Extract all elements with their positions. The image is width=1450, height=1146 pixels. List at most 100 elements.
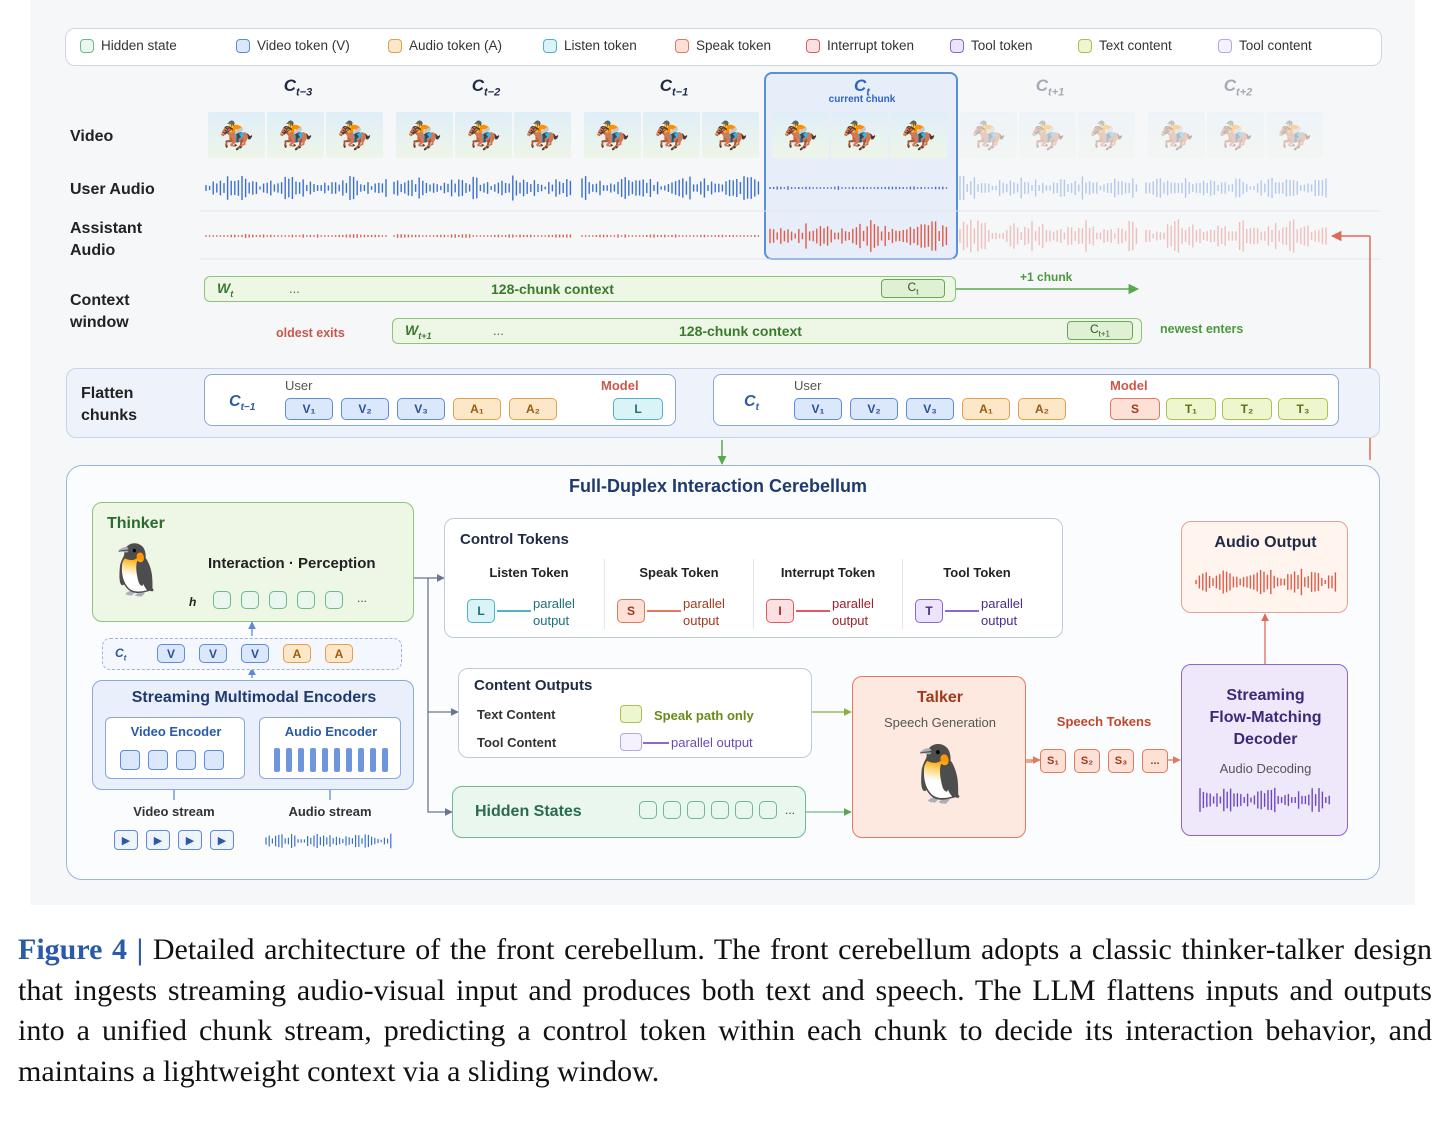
speech-token: S₂ bbox=[1074, 749, 1100, 773]
video-chunk: 🏇🏇🏇 bbox=[960, 112, 1135, 158]
horse-frame-image: 🏇 bbox=[455, 112, 512, 158]
context-arrows bbox=[956, 230, 1371, 460]
interrupt-token: I bbox=[766, 599, 794, 623]
newest-enters-label: newest enters bbox=[1160, 322, 1244, 336]
legend-swatch bbox=[543, 38, 557, 53]
legend-swatch bbox=[236, 38, 250, 53]
video-token: V bbox=[199, 644, 227, 663]
ct-token-row: Ct V V V A A bbox=[102, 638, 402, 670]
oldest-exits-label: oldest exits bbox=[276, 326, 345, 340]
legend-label: Listen token bbox=[564, 38, 637, 53]
audio-encoder: Audio Encoder bbox=[259, 717, 401, 779]
video-chunk: 🏇🏇🏇 bbox=[1148, 112, 1323, 158]
row-label-flatten: Flatten chunks bbox=[81, 385, 138, 424]
decoder-subtitle: Audio Decoding bbox=[1219, 761, 1312, 776]
text-content-swatch bbox=[620, 705, 642, 723]
horse-frame-image: 🏇 bbox=[1207, 112, 1264, 158]
context-label: 128-chunk context bbox=[679, 323, 802, 339]
legend-label: Video token (V) bbox=[257, 38, 350, 53]
video-token: V bbox=[241, 644, 269, 663]
encoder-bar bbox=[382, 748, 388, 772]
audio-encoder-bars bbox=[274, 748, 388, 772]
flatten-chunk-current: Ct User Model V₁ V₂ V₃ A₁ A₂ S T₁ T₂ T₃ bbox=[713, 374, 1339, 426]
legend-item: Text content bbox=[1078, 38, 1172, 53]
text-content-label: Text Content bbox=[477, 707, 556, 722]
legend-label: Tool content bbox=[1239, 38, 1312, 53]
horse-frame-image: 🏇 bbox=[267, 112, 324, 158]
legend-label: Interrupt token bbox=[827, 38, 915, 53]
speech-tokens-label: Speech Tokens bbox=[1056, 714, 1152, 729]
horse-frame-image: 🏇 bbox=[1266, 112, 1323, 158]
user-label: User bbox=[285, 378, 313, 393]
hidden-dots: ... bbox=[357, 591, 368, 605]
context-dots: ... bbox=[289, 281, 300, 296]
legend-swatch bbox=[1078, 38, 1092, 53]
row-label-context-window: Context window bbox=[70, 292, 130, 331]
tool-token-name: Tool Token bbox=[943, 565, 1011, 580]
context-window-t1: Wt+1 ... 128-chunk context Ct+1 bbox=[392, 318, 1142, 344]
talker-box: Talker Speech Generation 🐧 bbox=[852, 676, 1026, 838]
legend-label: Tool token bbox=[971, 38, 1033, 53]
encoders-title: Streaming Multimodal Encoders bbox=[131, 689, 377, 706]
encoder-bar bbox=[298, 748, 304, 772]
chunk-header-current: Ct bbox=[854, 76, 870, 99]
caption-text: Detailed architecture of the front cereb… bbox=[18, 933, 1432, 1088]
horse-frame-image: 🏇 bbox=[326, 112, 383, 158]
encoder-bar bbox=[286, 748, 292, 772]
legend-item: Interrupt token bbox=[806, 38, 914, 53]
text-token: T₃ bbox=[1278, 398, 1328, 420]
context-label: 128-chunk context bbox=[491, 281, 614, 297]
play-icon: ▶ bbox=[114, 830, 138, 850]
text-token: T₂ bbox=[1222, 398, 1272, 420]
audio-token: A₁ bbox=[962, 398, 1010, 420]
video-token: V bbox=[157, 644, 185, 663]
video-chunk: 🏇🏇🏇 bbox=[208, 112, 383, 158]
legend: Hidden state Video token (V) Audio token… bbox=[65, 28, 1382, 66]
thinker-title: Thinker bbox=[107, 515, 165, 532]
legend-swatch bbox=[806, 38, 820, 53]
hidden-states-title: Hidden States bbox=[475, 803, 582, 820]
row-label-video: Video bbox=[70, 128, 114, 145]
encoder-bar bbox=[310, 748, 316, 772]
video-token: V₁ bbox=[794, 398, 842, 420]
penguin-talker-icon: 🐧 bbox=[905, 742, 975, 805]
talker-subtitle: Speech Generation bbox=[883, 715, 997, 730]
flatten-chunk-prev: Ct−1 User Model V₁ V₂ V₃ A₁ A₂ L bbox=[204, 374, 676, 426]
video-encoder-label: Video Encoder bbox=[130, 724, 222, 739]
legend-item: Tool token bbox=[950, 38, 1033, 53]
video-token: V₂ bbox=[341, 398, 389, 420]
interrupt-token-name: Interrupt Token bbox=[780, 565, 876, 580]
plus-one-chunk-label: +1 chunk bbox=[1020, 270, 1073, 284]
content-outputs-title: Content Outputs bbox=[474, 677, 593, 694]
speak-token: S bbox=[617, 599, 645, 623]
chunk-header: Ct−3 bbox=[283, 76, 313, 99]
legend-swatch bbox=[388, 38, 402, 53]
tool-token: T bbox=[915, 599, 943, 623]
speak-path-only-label: Speak path only bbox=[654, 708, 754, 723]
horse-frame-image: 🏇 bbox=[208, 112, 265, 158]
legend-item: Hidden state bbox=[80, 38, 177, 53]
context-window-t: Wt ... 128-chunk context Ct bbox=[204, 276, 956, 302]
hidden-states-box: Hidden States ... bbox=[452, 786, 806, 838]
audio-output-waveform bbox=[1195, 568, 1337, 596]
video-chunk: 🏇🏇🏇 bbox=[584, 112, 759, 158]
video-token: V₃ bbox=[397, 398, 445, 420]
hidden-h-label: h bbox=[189, 595, 197, 609]
play-icon: ▶ bbox=[210, 830, 234, 850]
horse-frame-image: 🏇 bbox=[831, 112, 888, 158]
encoder-bar bbox=[322, 748, 328, 772]
horse-frame-image: 🏇 bbox=[1019, 112, 1076, 158]
legend-item: Listen token bbox=[543, 38, 637, 53]
chunk-header: Ct−2 bbox=[471, 76, 501, 99]
context-w-label: Wt bbox=[217, 280, 234, 299]
cerebellum-title: Full-Duplex Interaction Cerebellum bbox=[568, 476, 868, 496]
horse-frame-image: 🏇 bbox=[584, 112, 641, 158]
speech-token: ... bbox=[1142, 749, 1168, 773]
control-tokens-title: Control Tokens bbox=[460, 531, 569, 548]
play-icon: ▶ bbox=[146, 830, 170, 850]
thinker-subtitle: Interaction · Perception bbox=[208, 555, 376, 572]
ct-label: Ct bbox=[115, 646, 127, 663]
